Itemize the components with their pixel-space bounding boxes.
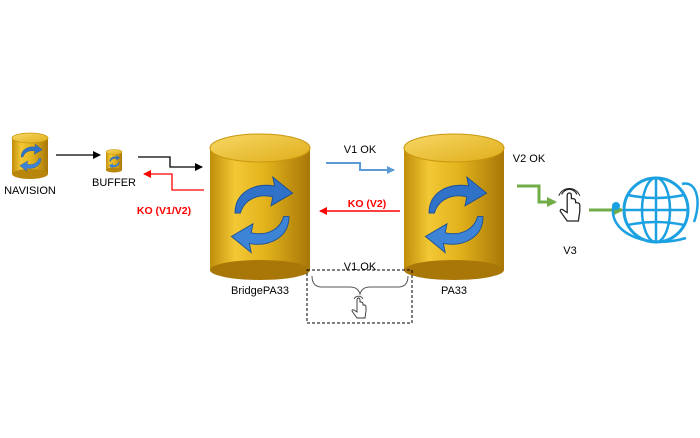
v2-ok-label: V2 OK bbox=[513, 153, 546, 165]
navision-label: NAVISION bbox=[4, 185, 56, 197]
edge-ko-v1v2 bbox=[143, 170, 204, 191]
buffer-node: BUFFER bbox=[92, 149, 136, 189]
manual-v1-ok-box: V1 OK bbox=[306, 261, 413, 324]
ko-v1v2-label: KO (V1/V2) bbox=[137, 205, 191, 217]
v1-ok-label: V1 OK bbox=[344, 144, 377, 156]
database-sync-icon bbox=[403, 133, 505, 280]
database-sync-icon bbox=[209, 133, 311, 280]
database-sync-icon bbox=[105, 149, 123, 173]
bridge-node: BridgePA33 bbox=[209, 133, 311, 297]
buffer-label: BUFFER bbox=[92, 177, 136, 189]
edge-v2-ok bbox=[517, 184, 557, 207]
bridge-label: BridgePA33 bbox=[231, 285, 289, 297]
globe-icon bbox=[611, 176, 699, 244]
v3-node: V3 bbox=[558, 188, 581, 257]
navision-node: NAVISION bbox=[4, 132, 56, 197]
edge-buffer-bridge bbox=[138, 156, 203, 171]
ko-v2-label: KO (V2) bbox=[348, 198, 387, 210]
pa33-label: PA33 bbox=[441, 285, 467, 297]
v1-ok-manual-label: V1 OK bbox=[344, 261, 377, 273]
v3-label: V3 bbox=[563, 245, 576, 257]
pa33-node: PA33 bbox=[403, 133, 505, 297]
hand-pointer-icon bbox=[558, 188, 581, 222]
edge-v1-ok bbox=[326, 162, 395, 174]
database-sync-icon bbox=[11, 132, 49, 179]
hand-pointer-icon bbox=[351, 295, 367, 319]
brace-shape bbox=[311, 275, 409, 296]
